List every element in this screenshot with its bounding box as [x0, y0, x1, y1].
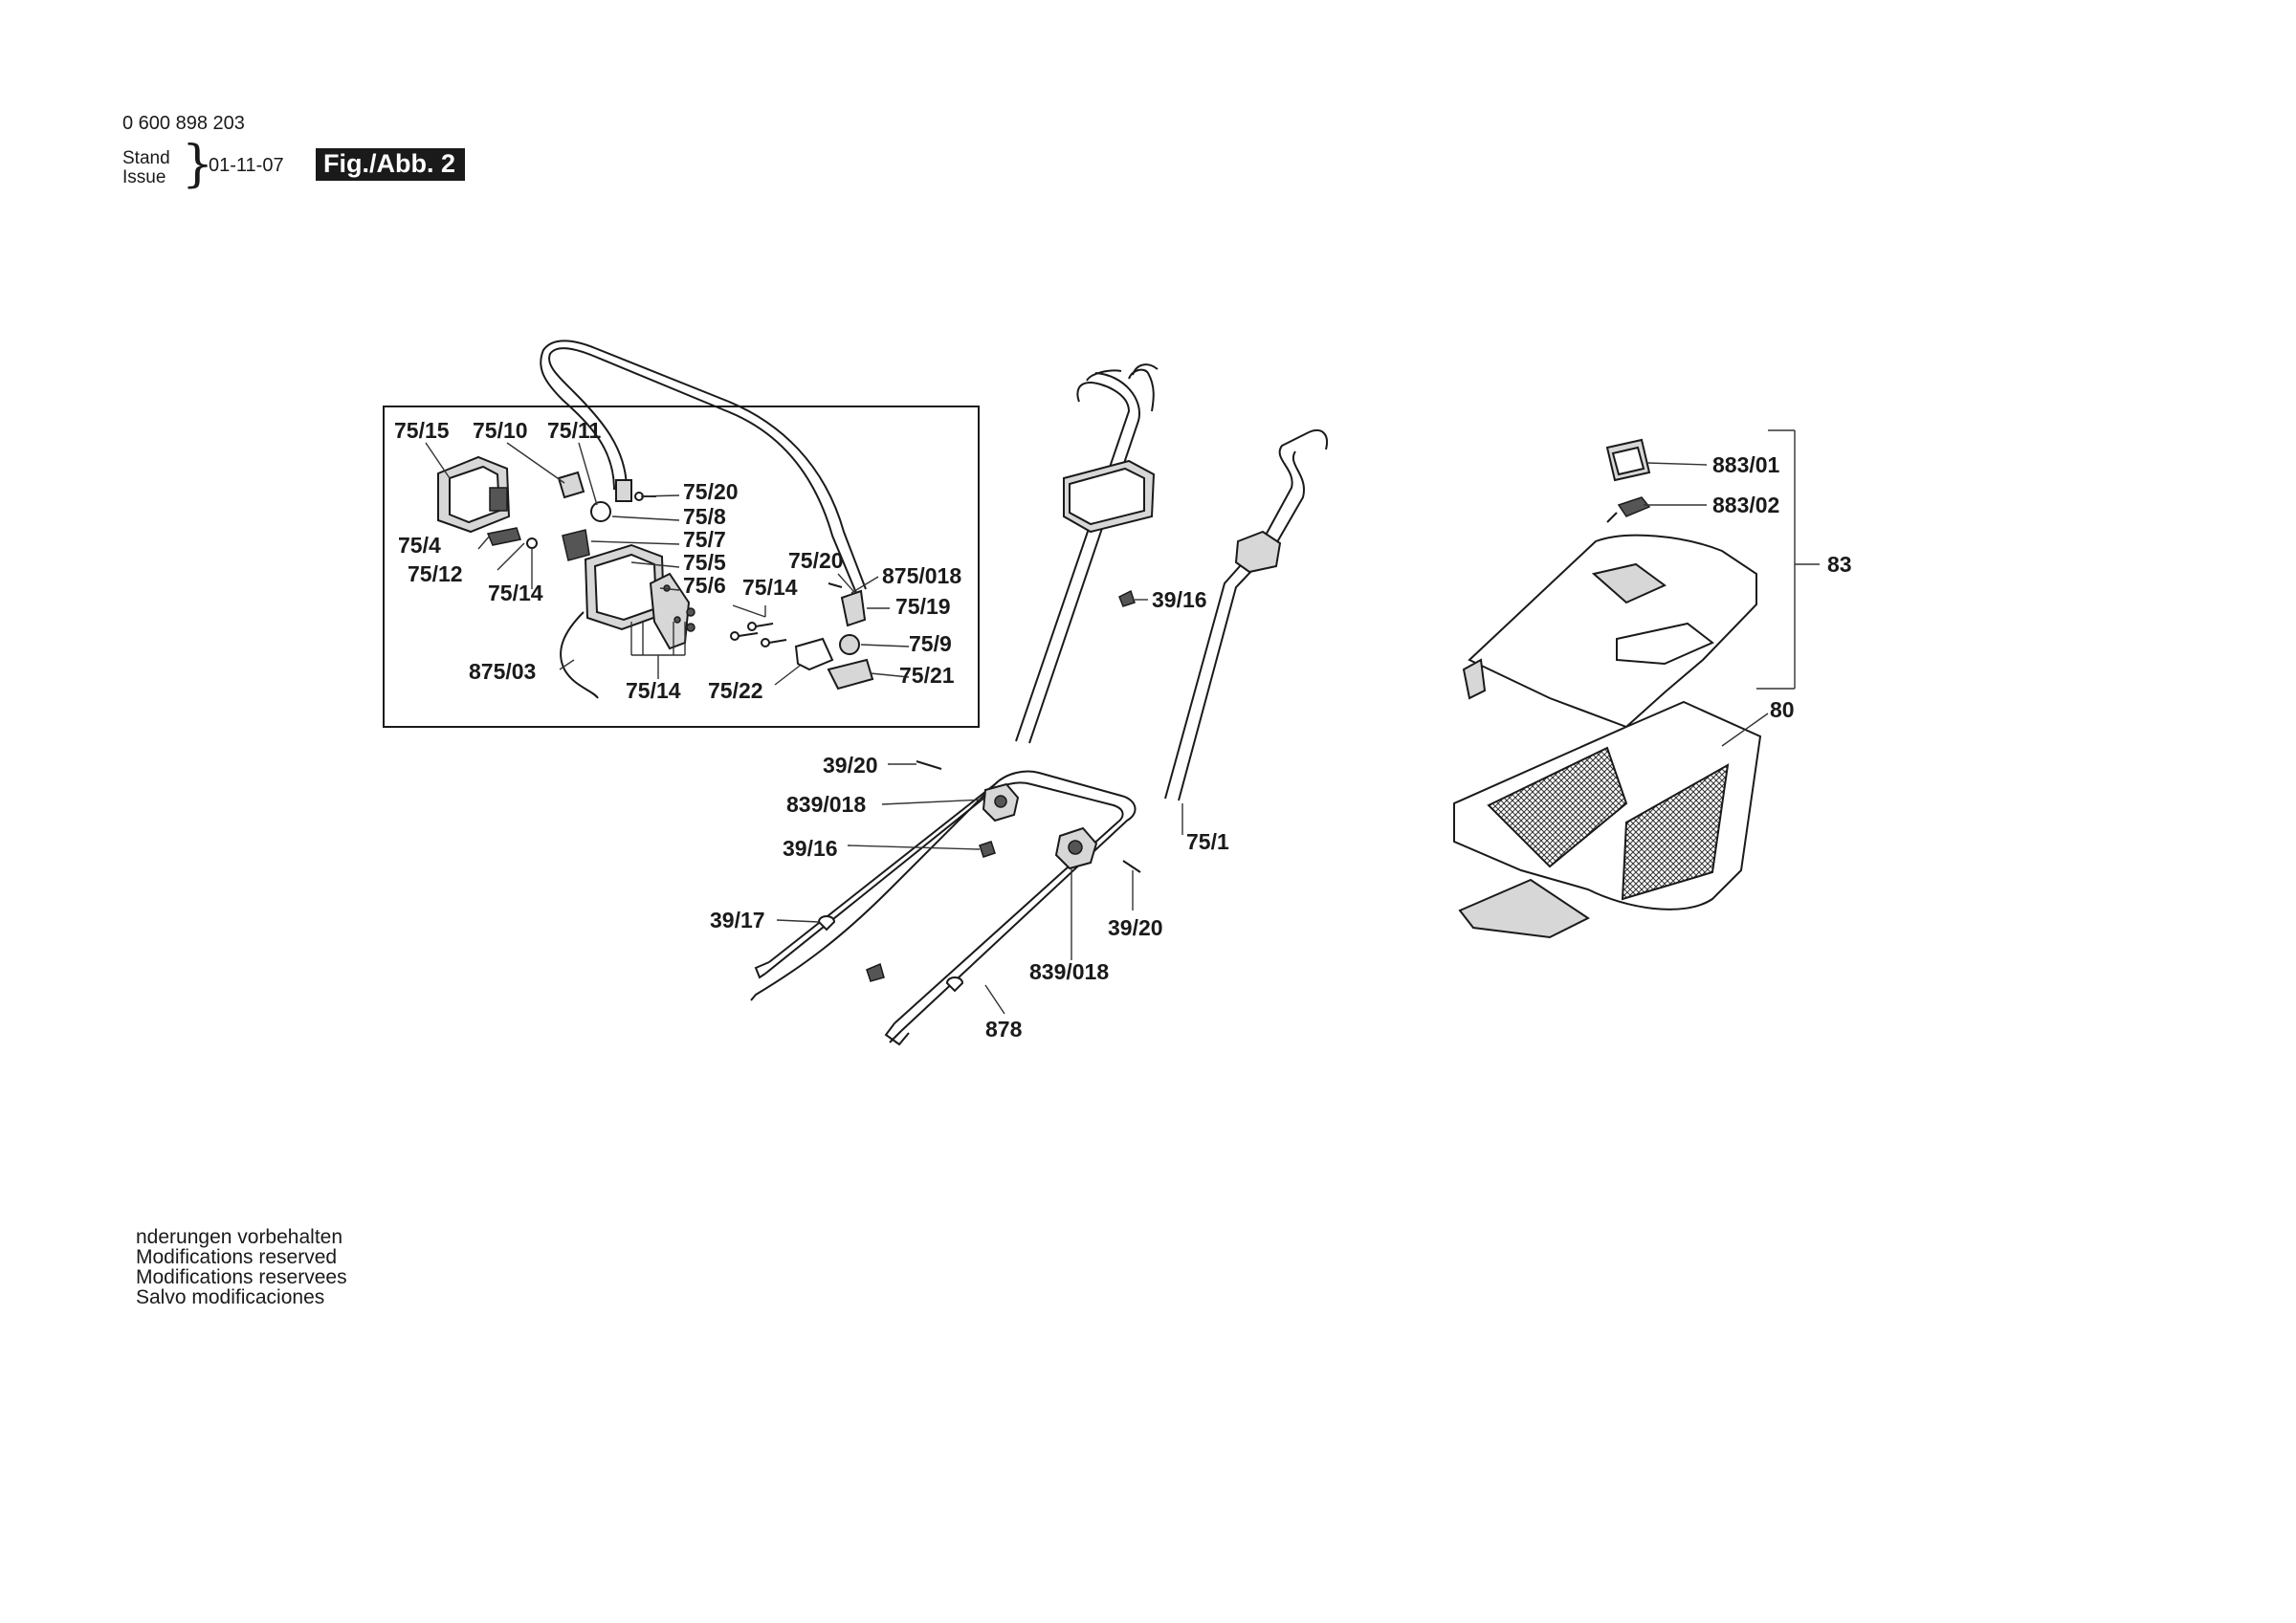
cable-relief-parts — [794, 582, 874, 691]
callout-75-6: 75/6 — [683, 573, 726, 598]
figure-label: Fig./Abb. 2 — [316, 148, 465, 181]
catcher-indicator-cover — [1605, 438, 1651, 482]
catcher-basket — [1453, 700, 1762, 939]
knob-right — [1054, 826, 1098, 870]
callout-75-10: 75/10 — [473, 418, 528, 443]
part-number: 0 600 898 203 — [122, 113, 245, 134]
switch-assembly-inset — [383, 406, 980, 728]
middle-handle — [1015, 363, 1328, 801]
handle-clip-upper — [1063, 459, 1156, 534]
callout-839-018-b: 839/018 — [1029, 959, 1109, 984]
callout-75-20-b: 75/20 — [788, 548, 844, 573]
bolts-and-caps — [817, 760, 1141, 993]
catcher-indicator-flap — [1606, 496, 1651, 523]
callout-883-02: 883/02 — [1712, 493, 1779, 517]
modifications-notes: nderungen vorbehalten Modifications rese… — [136, 1227, 347, 1307]
callout-83: 83 — [1827, 552, 1852, 577]
issue-label: Issue — [122, 167, 166, 187]
callout-39-16-b: 39/16 — [783, 836, 838, 861]
callout-75-22: 75/22 — [708, 678, 763, 703]
callout-75-14-b: 75/14 — [742, 575, 798, 600]
callout-39-20-b: 39/20 — [1108, 915, 1163, 940]
callout-878: 878 — [985, 1017, 1023, 1042]
brace-symbol: } — [182, 136, 214, 193]
callout-75-8: 75/8 — [683, 504, 726, 529]
switch-box — [584, 543, 691, 650]
issue-date: 01-11-07 — [209, 155, 284, 176]
stand-label: Stand — [122, 148, 170, 168]
callout-883-01: 883/01 — [1712, 452, 1780, 477]
callout-75-9: 75/9 — [909, 631, 952, 656]
callout-75-20-a: 75/20 — [683, 479, 739, 504]
callout-39-20-a: 39/20 — [823, 753, 878, 778]
callout-75-15: 75/15 — [394, 418, 450, 443]
knob-left — [982, 782, 1020, 822]
callout-839-018-a: 839/018 — [786, 792, 866, 817]
cable-clamp — [557, 471, 632, 561]
note-english: Modifications reserved — [136, 1246, 338, 1268]
callout-875-018: 875/018 — [882, 563, 961, 588]
callout-75-11: 75/11 — [547, 418, 601, 443]
callout-75-14-c: 75/14 — [626, 678, 681, 703]
switch-lever-small — [486, 527, 538, 549]
callout-75-5: 75/5 — [683, 550, 726, 575]
callout-75-21: 75/21 — [899, 663, 955, 688]
leader-lines — [425, 429, 1820, 1015]
callout-75-1: 75/1 — [1186, 829, 1229, 854]
callout-75-12: 75/12 — [408, 561, 463, 586]
note-german: nderungen vorbehalten — [136, 1226, 343, 1248]
callout-875-03: 875/03 — [469, 659, 536, 684]
catcher-lid — [1462, 534, 1757, 729]
callout-75-14-a: 75/14 — [488, 581, 543, 605]
handle-clip-lower — [1234, 530, 1282, 574]
small-screws — [634, 492, 787, 647]
callout-75-4: 75/4 — [398, 533, 441, 558]
upper-handle-bar — [540, 340, 867, 594]
bolt-39-16-upper — [1118, 589, 1136, 607]
note-spanish: Salvo modificaciones — [136, 1286, 325, 1308]
callout-75-7: 75/7 — [683, 527, 726, 552]
callout-39-17: 39/17 — [710, 908, 765, 932]
callout-75-19: 75/19 — [895, 594, 951, 619]
callout-80: 80 — [1770, 697, 1795, 722]
note-french: Modifications reservees — [136, 1266, 347, 1288]
switch-housing — [437, 455, 511, 534]
power-cable — [560, 611, 599, 699]
callout-39-16-a: 39/16 — [1152, 587, 1207, 612]
